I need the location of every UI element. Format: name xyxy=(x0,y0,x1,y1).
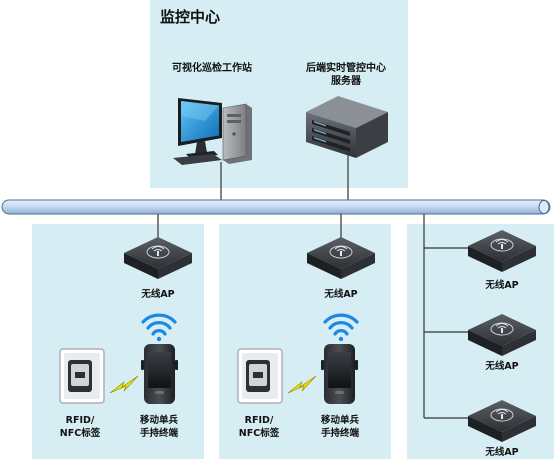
server-label-line2: 服务器 xyxy=(331,74,362,87)
zone1-tag-label-line1: RFID/ xyxy=(66,415,95,426)
zone1-terminal-label-line2: 手持终端 xyxy=(140,427,179,439)
access-point-icon xyxy=(124,237,192,279)
access-point-icon xyxy=(307,237,375,279)
monitor-center-title: 监控中心 xyxy=(160,8,220,26)
branch-ap-label-1: 无线AP xyxy=(484,279,518,291)
wireless-link-lightning-icon xyxy=(109,375,139,394)
zone2-ap-label: 无线AP xyxy=(323,288,357,300)
zone2-tag-label-line1: RFID/ xyxy=(245,415,274,426)
wifi-signal-icon xyxy=(141,313,177,342)
zone2-terminal-label-line2: 手持终端 xyxy=(321,427,360,439)
zone1-ap-label: 无线AP xyxy=(140,288,174,300)
access-point-icon xyxy=(468,314,536,356)
wifi-signal-icon xyxy=(323,313,359,342)
handheld-terminal-icon xyxy=(321,344,358,404)
server-rack-icon xyxy=(306,96,388,158)
branch-ap-label-3: 无线AP xyxy=(484,446,518,458)
workstation-computer-icon xyxy=(173,98,252,165)
ap-branch-lines xyxy=(423,214,468,419)
handheld-terminal-icon xyxy=(141,344,178,404)
network-backbone xyxy=(1,199,551,215)
zone2-terminal-label-line1: 移动单兵 xyxy=(321,414,360,426)
rfid-nfc-tag-icon xyxy=(59,348,105,404)
zone1-terminal-label-line1: 移动单兵 xyxy=(140,414,179,426)
access-point-icon xyxy=(468,230,536,272)
branch-ap-label-2: 无线AP xyxy=(484,360,518,372)
server-label-line1: 后端实时管控中心 xyxy=(306,61,386,74)
zone2-tag-label-line2: NFC标签 xyxy=(239,427,280,439)
wireless-link-lightning-icon xyxy=(287,375,317,394)
workstation-label: 可视化巡检工作站 xyxy=(172,61,252,74)
zone1-tag-label-line2: NFC标签 xyxy=(60,427,101,439)
access-point-icon xyxy=(468,400,536,442)
rfid-nfc-tag-icon xyxy=(237,348,283,404)
